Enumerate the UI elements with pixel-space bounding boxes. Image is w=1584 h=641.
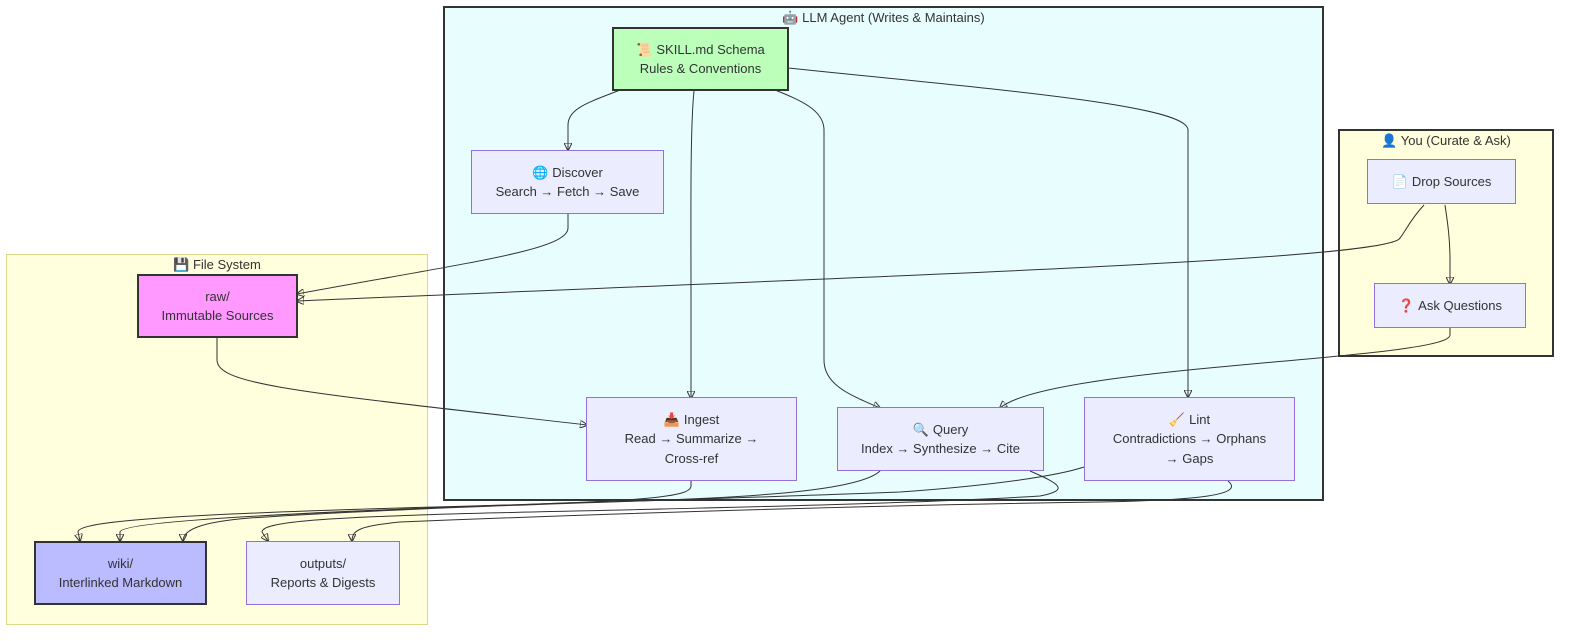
- node-outputs-line1: outputs/: [299, 555, 347, 571]
- node-skill-schema[interactable]: 📜SKILL.md Schema Rules & Conventions: [612, 27, 789, 91]
- node-outputs[interactable]: outputs/ Reports & Digests: [246, 541, 400, 605]
- node-skill-schema-title: 📜SKILL.md Schema: [636, 40, 765, 60]
- node-ask-questions-line1: Ask Questions: [1418, 297, 1502, 313]
- node-ask-questions[interactable]: ❓Ask Questions: [1374, 283, 1526, 328]
- globe-icon: 🌐: [532, 164, 549, 180]
- node-lint-title: 🧹Lint: [1169, 410, 1210, 430]
- scroll-icon: 📜: [636, 41, 653, 57]
- node-raw-line2: Immutable Sources: [161, 308, 274, 323]
- question-mark-icon: ❓: [1397, 297, 1415, 313]
- node-ingest-line2: Read → Summarize →: [624, 431, 759, 447]
- node-discover[interactable]: 🌐Discover Search → Fetch → Save: [471, 150, 664, 214]
- node-wiki-line2: Interlinked Markdown: [58, 575, 183, 590]
- cluster-file-system-title: 💾 File System: [7, 257, 427, 273]
- node-raw-line1: raw/: [205, 288, 230, 304]
- node-query[interactable]: 🔍Query Index → Synthesize → Cite: [837, 407, 1044, 471]
- node-discover-title: 🌐Discover: [532, 163, 603, 183]
- node-skill-schema-line2: Rules & Conventions: [639, 61, 762, 76]
- broom-icon: 🧹: [1168, 411, 1186, 427]
- cluster-llm-agent-label: LLM Agent (Writes & Maintains): [802, 10, 985, 25]
- node-lint-line3: → Gaps: [1165, 450, 1214, 466]
- node-ingest-line3: Cross-ref: [664, 450, 719, 466]
- node-discover-line2: Search → Fetch → Save: [495, 184, 640, 199]
- node-drop-sources-title: 📄Drop Sources: [1392, 172, 1492, 192]
- node-query-line1: Query: [932, 421, 969, 437]
- floppy-disk-icon: 💾: [173, 257, 190, 272]
- node-lint-line1: Lint: [1189, 411, 1211, 427]
- cluster-llm-agent-title: 🤖 LLM Agent (Writes & Maintains): [445, 10, 1322, 26]
- node-ingest-title: 📥Ingest: [664, 410, 720, 430]
- magnifier-icon: 🔍: [912, 421, 929, 437]
- node-ingest[interactable]: 📥Ingest Read → Summarize → Cross-ref: [586, 397, 797, 481]
- cluster-file-system-label: File System: [192, 257, 261, 272]
- inbox-tray-icon: 📥: [663, 411, 680, 427]
- node-drop-sources[interactable]: 📄Drop Sources: [1367, 159, 1516, 204]
- node-wiki[interactable]: wiki/ Interlinked Markdown: [34, 541, 207, 605]
- node-outputs-line2: Reports & Digests: [270, 575, 376, 590]
- node-lint-line2: Contradictions → Orphans: [1112, 431, 1267, 447]
- cluster-you-title: 👤 You (Curate & Ask): [1340, 133, 1552, 149]
- node-discover-line1: Discover: [552, 164, 603, 180]
- node-wiki-line1: wiki/: [107, 555, 134, 571]
- robot-icon: 🤖: [782, 10, 799, 25]
- node-skill-schema-line1: SKILL.md Schema: [656, 41, 765, 57]
- node-ingest-line1: Ingest: [683, 411, 720, 427]
- page-icon: 📄: [1391, 173, 1408, 189]
- node-drop-sources-line1: Drop Sources: [1411, 173, 1492, 189]
- node-raw[interactable]: raw/ Immutable Sources: [137, 274, 298, 338]
- user-icon: 👤: [1381, 133, 1398, 148]
- cluster-you-label: You (Curate & Ask): [1400, 133, 1511, 148]
- node-lint[interactable]: 🧹Lint Contradictions → Orphans → Gaps: [1084, 397, 1295, 481]
- node-query-title: 🔍Query: [913, 420, 969, 440]
- node-ask-questions-title: ❓Ask Questions: [1398, 296, 1502, 316]
- node-query-line2: Index → Synthesize → Cite: [861, 441, 1020, 456]
